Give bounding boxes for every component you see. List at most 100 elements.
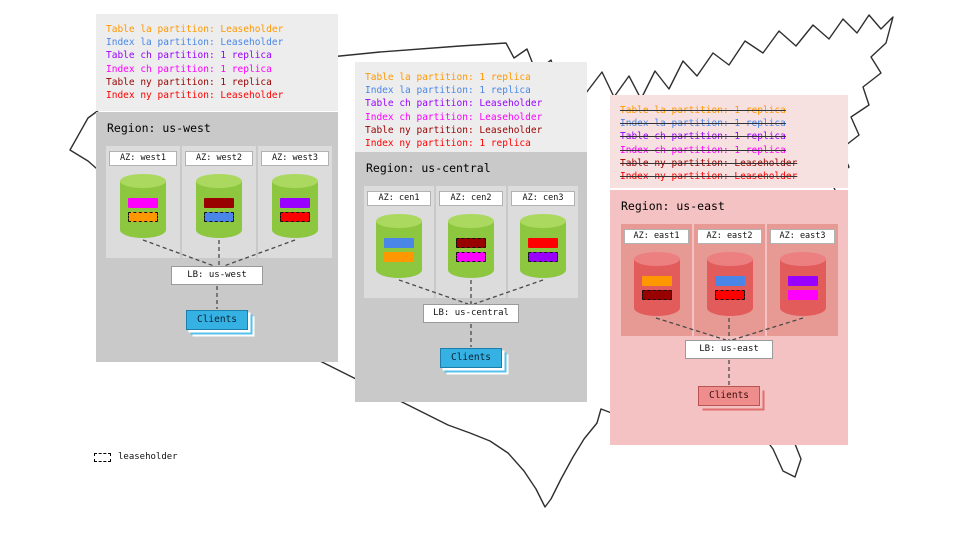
partition-block <box>714 290 745 300</box>
database-node-cylinder <box>120 174 166 238</box>
partition-block <box>384 252 414 262</box>
annotation-line: Table la partition: 1 replica <box>365 72 531 83</box>
az-east1: AZ: east1 <box>621 224 692 336</box>
annotation-line: Index la partition: 1 replica <box>620 118 786 130</box>
annotation-line: Index ch partition: 1 replica <box>106 63 272 75</box>
legend-label: leaseholder <box>118 452 178 462</box>
cylinder-body <box>633 259 680 316</box>
az-label: AZ: west3 <box>261 151 329 166</box>
cylinder-body <box>120 181 166 238</box>
us-west-clients-box: Clients <box>186 310 248 330</box>
region-title: Region: us-west <box>107 121 211 135</box>
cylinder-top <box>520 214 566 228</box>
us-central-annotation-box: Table la partition: 1 replica Index la p… <box>355 62 587 158</box>
us-east-load-balancer: LB: us-east <box>685 340 773 359</box>
database-node-cylinder <box>520 214 566 278</box>
cylinder-body <box>448 221 494 278</box>
annotation-line: Index la partition: 1 replica <box>365 85 531 97</box>
az-cen2: AZ: cen2 <box>436 186 506 298</box>
annotation-line: Index ny partition: 1 replica <box>365 138 531 150</box>
cylinder-top <box>120 174 166 188</box>
us-east-region-panel: Region: us-east AZ: east1 AZ: east2 <box>610 190 848 445</box>
az-west2: AZ: west2 <box>182 146 256 258</box>
partition-block <box>528 252 558 262</box>
annotation-line: Table ch partition: Leaseholder <box>365 98 543 110</box>
database-node-cylinder <box>196 174 242 238</box>
database-node-cylinder <box>779 252 826 316</box>
annotation-line: Table ny partition: 1 replica <box>106 76 272 88</box>
cylinder-body <box>706 259 753 316</box>
cylinder-top <box>633 252 680 266</box>
cylinder-top <box>706 252 753 266</box>
database-node-cylinder <box>272 174 318 238</box>
us-central-load-balancer: LB: us-central <box>423 304 519 323</box>
partition-block <box>280 198 310 208</box>
partition-block <box>456 252 486 262</box>
region-title: Region: us-central <box>366 161 491 175</box>
database-node-cylinder <box>633 252 680 316</box>
us-central-clients-box: Clients <box>440 348 502 368</box>
az-west1: AZ: west1 <box>106 146 180 258</box>
cylinder-body <box>196 181 242 238</box>
database-node-cylinder <box>448 214 494 278</box>
az-label: AZ: cen1 <box>367 191 431 206</box>
az-label: AZ: cen3 <box>511 191 575 206</box>
az-label: AZ: east2 <box>697 229 762 244</box>
az-row: AZ: east1 AZ: east2 <box>621 224 838 336</box>
partition-block <box>528 238 558 248</box>
annotation-line: Index ny partition: Leaseholder <box>620 171 798 183</box>
us-west-annotation-box: Table la partition: Leaseholder Index la… <box>96 14 338 111</box>
annotation-line: Table ny partition: Leaseholder <box>620 157 798 169</box>
us-east-annotation-box: Table la partition: 1 replica Index la p… <box>610 95 848 188</box>
az-row: AZ: west1 AZ: west2 <box>106 146 332 258</box>
annotation-line: Table la partition: 1 replica <box>620 105 786 116</box>
partition-block <box>128 212 158 222</box>
az-label: AZ: cen2 <box>439 191 503 206</box>
partition-block <box>456 238 486 248</box>
annotation-line: Table ch partition: 1 replica <box>106 50 272 62</box>
annotation-line: Index ch partition: Leaseholder <box>365 111 543 123</box>
az-cen3: AZ: cen3 <box>508 186 578 298</box>
database-node-cylinder <box>706 252 753 316</box>
legend: leaseholder <box>94 452 178 462</box>
cylinder-body <box>272 181 318 238</box>
annotation-line: Table la partition: Leaseholder <box>106 24 284 35</box>
cylinder-top <box>272 174 318 188</box>
us-west-load-balancer: LB: us-west <box>171 266 263 285</box>
annotation-line: Index ny partition: Leaseholder <box>106 90 284 102</box>
partition-block <box>128 198 158 208</box>
az-label: AZ: west1 <box>109 151 177 166</box>
partition-block <box>280 212 310 222</box>
region-title: Region: us-east <box>621 199 725 213</box>
cylinder-top <box>448 214 494 228</box>
cylinder-top <box>376 214 422 228</box>
cylinder-body <box>520 221 566 278</box>
partition-block <box>384 238 414 248</box>
partition-block <box>714 276 745 286</box>
us-east-clients-box: Clients <box>698 386 760 406</box>
annotation-line: Index ch partition: 1 replica <box>620 144 786 156</box>
az-label: AZ: east1 <box>624 229 689 244</box>
leaseholder-swatch-icon <box>94 452 111 462</box>
annotation-line: Table ch partition: 1 replica <box>620 131 786 143</box>
partition-block <box>204 198 234 208</box>
annotation-line: Table ny partition: Leaseholder <box>365 124 543 136</box>
cylinder-body <box>779 259 826 316</box>
partition-block <box>641 290 672 300</box>
partition-block <box>204 212 234 222</box>
cylinder-body <box>376 221 422 278</box>
az-east3: AZ: east3 <box>767 224 838 336</box>
partition-block <box>787 290 818 300</box>
az-label: AZ: west2 <box>185 151 253 166</box>
cylinder-top <box>196 174 242 188</box>
az-west3: AZ: west3 <box>258 146 332 258</box>
annotation-line: Index la partition: Leaseholder <box>106 37 284 49</box>
az-label: AZ: east3 <box>770 229 835 244</box>
partition-block <box>787 276 818 286</box>
az-east2: AZ: east2 <box>694 224 765 336</box>
partition-block <box>641 276 672 286</box>
cylinder-top <box>779 252 826 266</box>
az-row: AZ: cen1 AZ: cen2 <box>364 186 578 298</box>
az-cen1: AZ: cen1 <box>364 186 434 298</box>
